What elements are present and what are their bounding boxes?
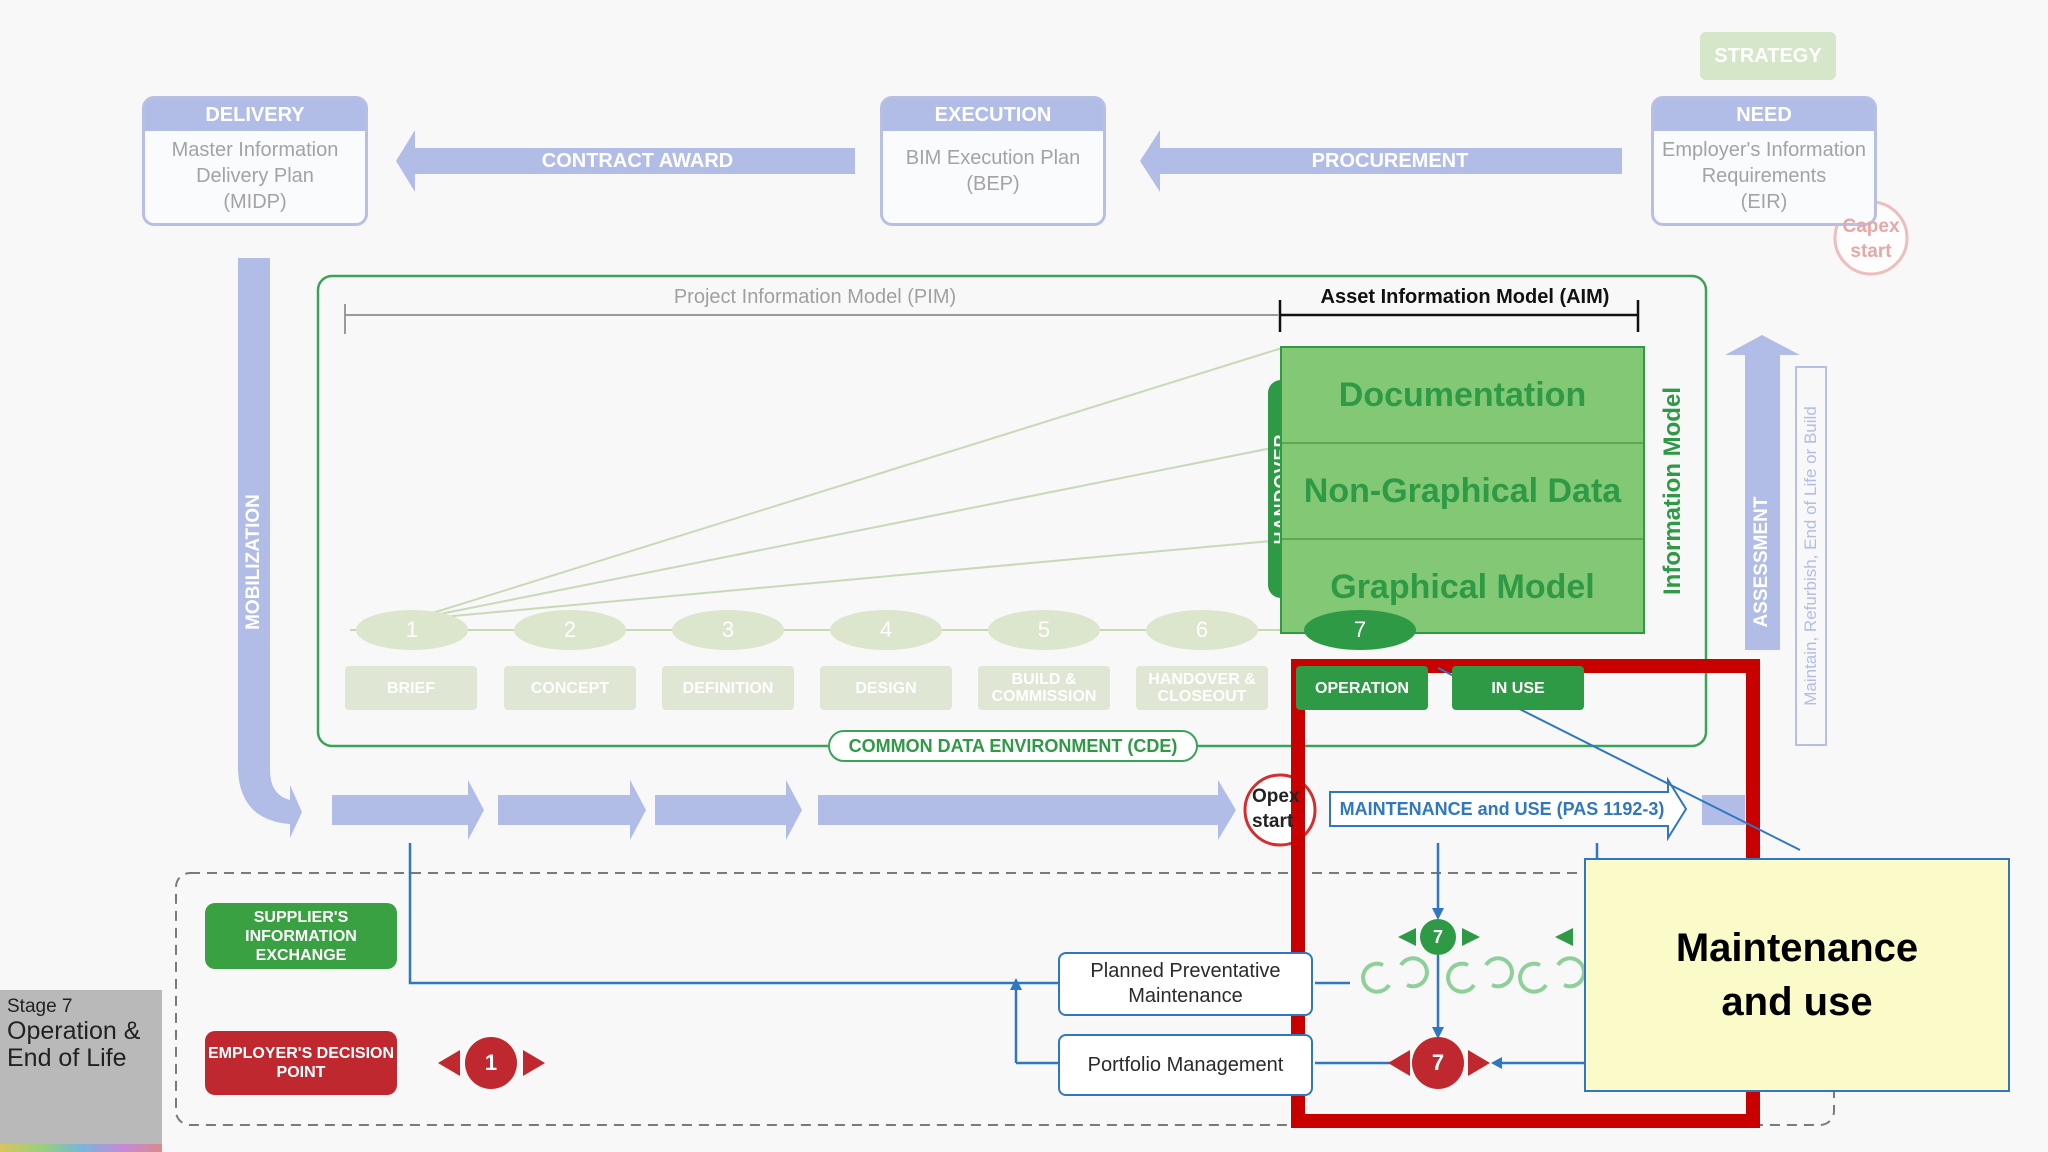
cde-label: COMMON DATA ENVIRONMENT (CDE) <box>828 730 1198 762</box>
maintenance-callout: Maintenance and use <box>1584 858 2010 1092</box>
stage-label-in-use: IN USE <box>1452 666 1584 710</box>
contract-award-arrow <box>396 130 855 192</box>
supplier-information-exchange-legend: SUPPLIER'S INFORMATION EXCHANGE <box>205 903 397 969</box>
need-line: (EIR) <box>1740 191 1788 213</box>
stage-caption-number: Stage 7 <box>7 996 73 1017</box>
maintenance-use-label: MAINTENANCE and USE (PAS 1192-3) <box>1339 799 1665 819</box>
stage-oval-6: 6 <box>1146 610 1258 650</box>
red-decision-marker: 7 <box>1431 1050 1445 1075</box>
stage-label-build-commission: BUILD & COMMISSION <box>978 666 1110 710</box>
stage-oval-4: 4 <box>830 610 942 650</box>
stage-oval-1: 1 <box>356 610 468 650</box>
procurement-arrow <box>1140 130 1622 192</box>
information-model-wrap: Information Model <box>1568 387 1778 595</box>
stage-caption-title: Operation & <box>7 1017 141 1045</box>
graphical-model-row: Graphical Model <box>1330 567 1595 606</box>
stage-oval-5: 5 <box>988 610 1100 650</box>
maintenance-use-arrow <box>1329 776 1688 842</box>
opex-label: Opex start <box>1252 786 1300 832</box>
need-line: Requirements <box>1701 165 1827 187</box>
need-box: NEED Employer's Information Requirements… <box>1651 96 1877 226</box>
execution-line: BIM Execution Plan <box>905 147 1081 169</box>
capex-line: start <box>1850 241 1892 262</box>
stage-oval-3: 3 <box>672 610 784 650</box>
maintain-box <box>1795 366 1827 746</box>
contract-award-label: CONTRACT AWARD <box>541 150 734 172</box>
strategy-badge: STRATEGY <box>1700 32 1836 80</box>
portfolio-management-box: Portfolio Management <box>1058 1034 1313 1096</box>
mobilization-arrow <box>238 258 302 838</box>
delivery-line: Master Information <box>171 139 339 161</box>
documentation-row: Documentation <box>1282 348 1643 444</box>
mobilization-label: MOBILIZATION <box>243 494 264 630</box>
need-heading: NEED <box>1654 99 1874 131</box>
stage-label-brief: BRIEF <box>345 666 477 710</box>
need-line: Employer's Information <box>1662 139 1866 161</box>
stage-label-concept: CONCEPT <box>504 666 636 710</box>
stage-label-operation: OPERATION <box>1296 666 1428 710</box>
maintain-label: Maintain, Refurbish, End of Life or Buil… <box>1801 406 1820 706</box>
delivery-line: (MIDP) <box>223 191 287 213</box>
non-graphical-data-row: Non-Graphical Data <box>1282 444 1643 540</box>
capex-line: Capex <box>1842 216 1900 237</box>
assessment-arrow <box>1725 335 1800 650</box>
delivery-box: DELIVERY Master Information Delivery Pla… <box>142 96 368 226</box>
stage-oval-2: 2 <box>514 610 626 650</box>
stage-caption-panel: Stage 7 Operation & End of Life <box>0 990 162 1152</box>
stage-label-definition: DEFINITION <box>662 666 794 710</box>
stage-label-design: DESIGN <box>820 666 952 710</box>
lower-dashed-region <box>175 872 1835 1126</box>
stage-label-handover-closeout: HANDOVER & CLOSEOUT <box>1136 666 1268 710</box>
legend-decision-marker: 1 <box>484 1050 498 1075</box>
capex-label: Capex start <box>1835 214 1907 264</box>
callout-line: and use <box>1721 980 1873 1024</box>
employer-decision-point-legend: EMPLOYER'S DECISION POINT <box>205 1031 397 1095</box>
execution-heading: EXECUTION <box>883 99 1103 131</box>
stage-oval-7: 7 <box>1304 610 1416 650</box>
procurement-label: PROCUREMENT <box>1311 150 1469 172</box>
caption-color-strip <box>0 1144 162 1152</box>
callout-line: Maintenance <box>1675 926 1919 970</box>
green-decision-marker: 7 <box>1432 927 1443 947</box>
mobilization-label-wrap: MOBILIZATION <box>154 494 354 630</box>
aim-label: Asset Information Model (AIM) <box>1300 286 1630 309</box>
planned-preventative-maintenance-box: Planned Preventative Maintenance <box>1058 952 1313 1016</box>
execution-box: EXECUTION BIM Execution Plan (BEP) <box>880 96 1106 226</box>
delivery-line: Delivery Plan <box>196 165 314 187</box>
delivery-heading: DELIVERY <box>145 99 365 131</box>
aim-block: Documentation Non-Graphical Data Graphic… <box>1280 346 1645 634</box>
stage-caption-title: End of Life <box>7 1044 127 1072</box>
execution-line: (BEP) <box>966 173 1020 195</box>
information-model-label: Information Model <box>1659 387 1686 595</box>
pim-label: Project Information Model (PIM) <box>540 286 1090 309</box>
